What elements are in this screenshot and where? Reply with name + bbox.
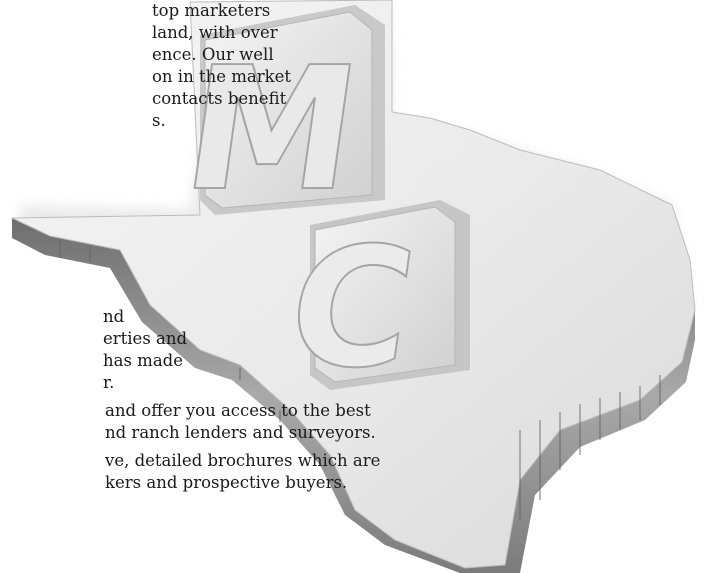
monogram-c-letter: C <box>278 213 426 405</box>
services-paragraph: and offer you access to the best nd ranc… <box>0 400 380 494</box>
middle-line-3: has made <box>103 351 183 370</box>
coast-streaks <box>59 240 661 520</box>
intro-line-6: s. <box>152 111 166 130</box>
middle-paragraph: nd erties and has made r. <box>0 306 187 394</box>
services-line-2: nd ranch lenders and surveyors. <box>105 423 376 442</box>
middle-line-2: erties and <box>103 329 188 348</box>
intro-line-2: land, with over <box>152 23 278 42</box>
services-line-1: and offer you access to the best <box>105 401 371 420</box>
intro-line-3: ence. Our well <box>152 45 274 64</box>
services-line-4: kers and prospective buyers. <box>105 473 348 492</box>
services-line-3: ve, detailed brochures which are <box>105 451 381 470</box>
middle-line-1: nd <box>103 307 125 326</box>
state-side-extrusion <box>12 218 695 573</box>
monogram-c: C <box>277 200 470 406</box>
intro-paragraph: top marketers land, with over ence. Our … <box>0 0 291 132</box>
intro-line-4: on in the market <box>152 67 291 86</box>
middle-line-4: r. <box>103 373 115 392</box>
monogram-m: M <box>172 5 385 230</box>
intro-line-1: top marketers <box>152 1 271 20</box>
intro-line-5: contacts benefit <box>152 89 287 108</box>
monogram-m-letter: M <box>173 31 370 229</box>
